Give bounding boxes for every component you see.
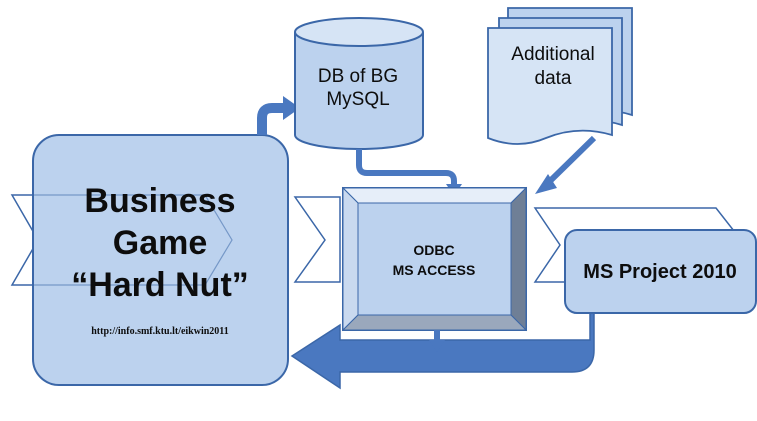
business-game-box (32, 134, 289, 386)
business-game-line3: “Hard Nut” (71, 266, 249, 304)
arrow-odbc-down-head (429, 340, 445, 352)
business-game-url: http://info.smf.ktu.lt/eikwin2011 (91, 326, 229, 337)
odbc-line1: ODBC (413, 242, 454, 258)
arrow-db-to-odbc (356, 149, 457, 188)
ms-project-label: MS Project 2010 (583, 261, 736, 283)
chevron-middle (293, 196, 341, 283)
ms-project-box (564, 229, 757, 314)
business-game-line2: Game (113, 224, 208, 262)
arrow-game-to-db (257, 103, 285, 135)
database-line1: DB of BG (318, 66, 398, 87)
chevron-left-overlay (33, 194, 233, 286)
odbc-line2: MS ACCESS (393, 262, 476, 278)
odbc-bevel-box (341, 186, 528, 332)
database-line2: MySQL (326, 89, 389, 110)
additional-data-docs (487, 7, 633, 145)
return-arrow (290, 311, 595, 390)
arrow-game-to-db-head (283, 96, 300, 120)
arrow-data-to-odbc-head (535, 174, 557, 194)
database-cylinder (294, 17, 424, 150)
additional-data-line1: Additional (511, 44, 594, 65)
additional-data-line2: data (535, 68, 572, 89)
business-game-line1: Business (84, 182, 235, 220)
arrow-data-to-odbc (545, 135, 597, 186)
